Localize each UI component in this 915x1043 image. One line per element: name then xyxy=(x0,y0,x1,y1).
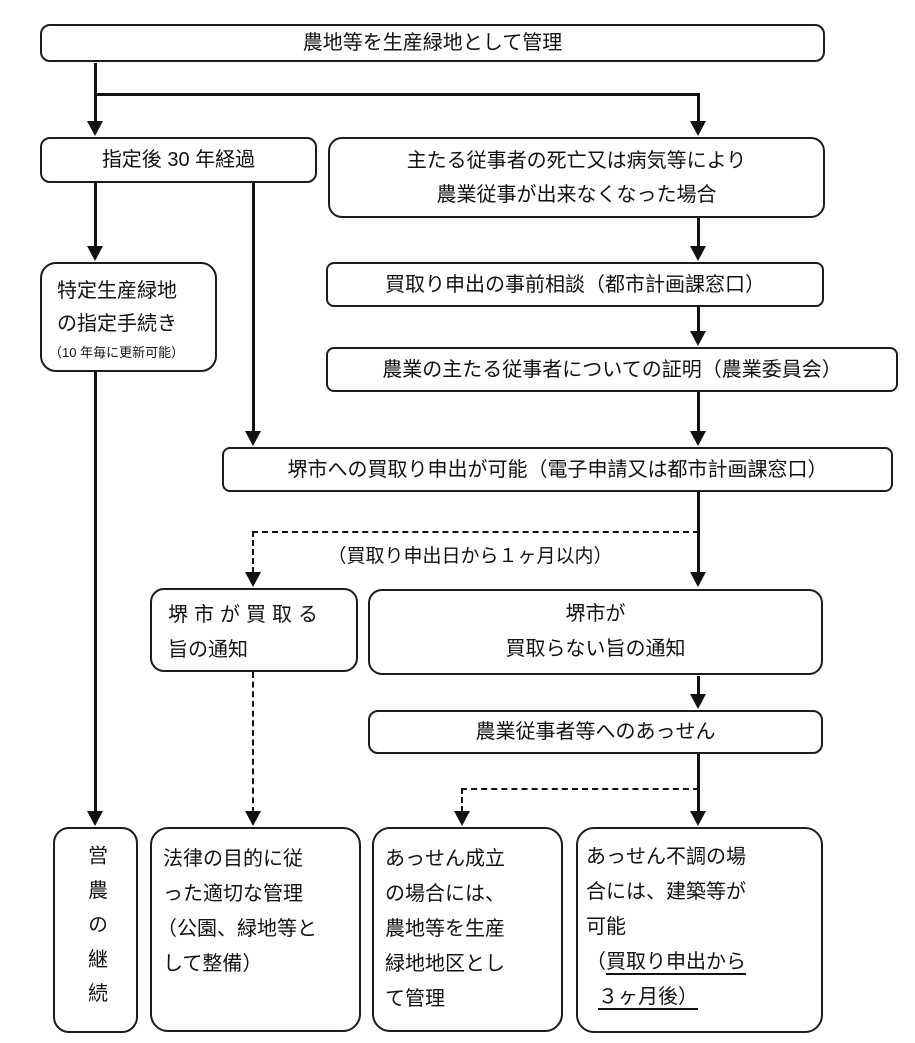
mediation-failure-line4-underlined: 買取り申出から xyxy=(606,951,746,973)
connector-to-continue-farming xyxy=(94,372,97,812)
proper-management-line1: 法律の目的に従 xyxy=(163,848,303,870)
dashed-branch-mediation xyxy=(461,788,699,790)
arrowhead-to-continue-farming xyxy=(87,811,103,826)
specified-green-line1: 特定生産緑地 xyxy=(57,280,177,302)
main-farmer-death-illness-box: 主たる従事者の死亡又は病気等により 農業従事が出来なくなった場合 xyxy=(328,137,825,218)
proper-management-box: 法律の目的に従 った適切な管理 （公園、緑地等と して整備） xyxy=(150,827,361,1032)
purchase-offer-consultation-box: 買取り申出の事前相談（都市計画課窓口） xyxy=(326,262,824,307)
mediation-failure-line5: ３ヶ月後） xyxy=(586,980,821,1015)
city-will-purchase-notice-box: 堺市が買取る 旨の通知 xyxy=(150,588,358,672)
arrowhead-to-not-purchase-notice xyxy=(690,572,706,587)
death-illness-line1: 主たる従事者の死亡又は病気等により xyxy=(406,150,747,172)
arrowhead-to-consultation xyxy=(690,246,706,261)
specified-green-note: （10 年毎に更新可能） xyxy=(49,345,185,360)
main-farmer-certification-box: 農業の主たる従事者についての証明（農業委員会） xyxy=(326,347,898,392)
mediation-success-line1: あっせん成立 xyxy=(385,848,505,870)
connector-to-30years xyxy=(94,93,97,122)
manage-farmland-label: 農地等を生産緑地として管理 xyxy=(302,32,563,54)
dashed-connector-to-purchase-notice xyxy=(252,531,254,573)
dashed-connector-to-mediation-success xyxy=(461,788,463,812)
30-years-elapsed-box: 指定後 30 年経過 xyxy=(40,137,317,183)
connector-to-certification xyxy=(697,307,700,333)
arrowhead-to-death-illness xyxy=(690,121,706,136)
purchase-offer-consultation-label: 買取り申出の事前相談（都市計画課窓口） xyxy=(385,273,765,296)
mediation-failure-line4: （買取り申出から xyxy=(586,945,821,980)
arrowhead-to-purchase-notice xyxy=(245,572,261,587)
continue-farming-label: 営農の継続 xyxy=(84,845,107,1017)
mediation-failure-line1: あっせん不調の場 xyxy=(586,846,746,868)
connector-to-purchase-offer xyxy=(697,392,700,432)
mediation-failure-line3: 可能 xyxy=(586,916,626,938)
connector-to-mediation-failure xyxy=(697,753,700,812)
death-illness-line2: 農業従事が出来なくなった場合 xyxy=(436,184,717,206)
arrowhead-to-mediation-failure xyxy=(690,811,706,826)
proper-management-line4: して整備） xyxy=(163,953,263,975)
connector-to-mediation xyxy=(697,676,700,696)
city-will-not-purchase-line1: 堺市が xyxy=(565,603,626,625)
mediation-success-box: あっせん成立 の場合には、 農地等を生産 緑地地区とし て管理 xyxy=(372,827,563,1032)
city-will-not-purchase-notice-box: 堺市が 買取らない旨の通知 xyxy=(368,589,823,675)
continue-farming-box: 営農の継続 xyxy=(53,827,138,1033)
city-will-purchase-line2: 旨の通知 xyxy=(168,639,248,661)
mediation-success-line2: の場合には、 xyxy=(385,883,505,905)
mediation-failure-line5-underlined: ３ヶ月後） xyxy=(598,986,698,1008)
arrowhead-to-mediation xyxy=(690,694,706,709)
arrowhead-30years-to-purchase-offer xyxy=(245,431,261,446)
one-month-label: （買取り申出日から１ヶ月以内） xyxy=(327,546,613,567)
city-will-not-purchase-line2: 買取らない旨の通知 xyxy=(505,638,686,660)
30-years-elapsed-label: 指定後 30 年経過 xyxy=(101,149,256,171)
mediation-success-line3: 農地等を生産 xyxy=(385,918,505,940)
mediation-to-farmers-label: 農業従事者等へのあっせん xyxy=(475,721,716,743)
mediation-success-line5: て管理 xyxy=(385,988,445,1010)
arrowhead-to-30years xyxy=(87,121,103,136)
connector-top-branch xyxy=(94,93,700,96)
dashed-connector-to-proper-management xyxy=(252,672,254,813)
arrowhead-to-purchase-offer xyxy=(690,431,706,446)
specified-green-line2: の指定手続き xyxy=(57,313,177,335)
arrowhead-to-specified-green xyxy=(87,246,103,261)
mediation-failure-box: あっせん不調の場 合には、建築等が 可能 （買取り申出から ３ヶ月後） xyxy=(576,827,823,1033)
connector-to-consultation xyxy=(697,218,700,247)
main-farmer-certification-label: 農業の主たる従事者についての証明（農業委員会） xyxy=(382,358,842,381)
mediation-failure-line4-paren: （ xyxy=(586,951,606,973)
mediation-success-line4: 緑地地区とし xyxy=(385,953,505,975)
purchase-offer-to-city-label: 堺市への買取り申出が可能（電子申請又は都市計画課窓口） xyxy=(287,458,828,481)
specified-green-designation-box: 特定生産緑地 の指定手続き （10 年毎に更新可能） xyxy=(40,262,217,372)
arrowhead-to-certification xyxy=(690,331,706,346)
connector-to-death-illness xyxy=(697,93,700,122)
connector-to-not-purchase-notice xyxy=(697,492,700,574)
arrowhead-to-mediation-success xyxy=(454,811,470,826)
connector-top-stem xyxy=(94,63,97,94)
city-will-purchase-line1: 堺市が買取る xyxy=(168,604,324,626)
arrowhead-to-proper-management xyxy=(245,811,261,826)
purchase-offer-to-city-box: 堺市への買取り申出が可能（電子申請又は都市計画課窓口） xyxy=(222,447,893,492)
dashed-branch-one-month xyxy=(252,531,699,533)
connector-30years-to-purchase-offer xyxy=(252,183,255,432)
mediation-failure-line2: 合には、建築等が xyxy=(586,881,746,903)
manage-farmland-box: 農地等を生産緑地として管理 xyxy=(40,24,825,62)
connector-to-specified-green xyxy=(94,183,97,247)
proper-management-line3: （公園、緑地等と xyxy=(157,918,317,940)
mediation-to-farmers-box: 農業従事者等へのあっせん xyxy=(368,710,823,754)
proper-management-line2: った適切な管理 xyxy=(163,883,303,905)
